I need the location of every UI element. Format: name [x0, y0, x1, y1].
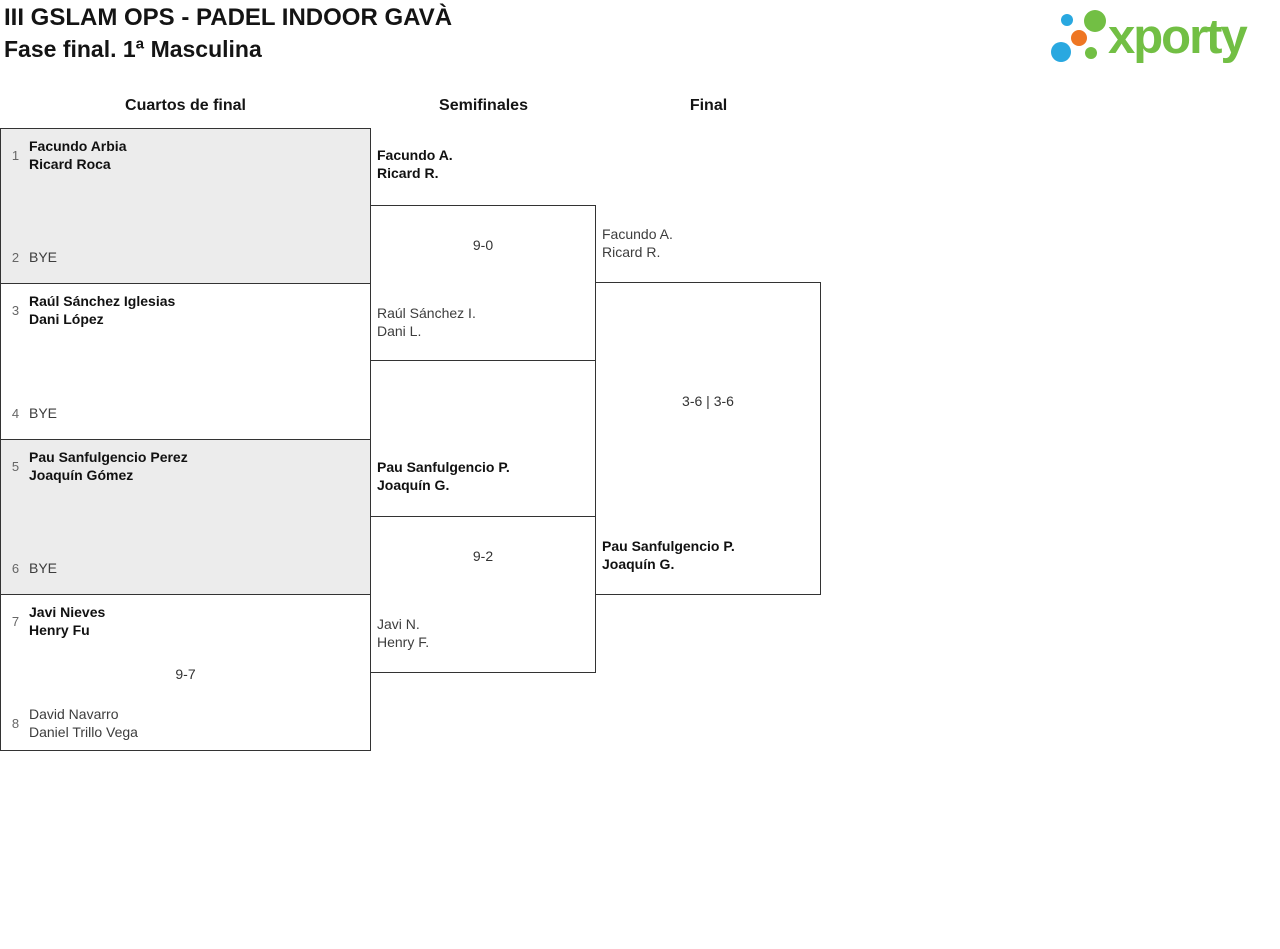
seed-number: 4 — [11, 405, 20, 421]
team-entry: 4 BYE — [9, 404, 57, 422]
logo-dot-icon — [1085, 47, 1097, 59]
team-entry: 1 Facundo Arbia Ricard Roca — [9, 137, 127, 173]
team-entry: 3 Raúl Sánchez Iglesias Dani López — [9, 292, 175, 328]
final-match — [595, 282, 821, 595]
seed-number: 5 — [11, 458, 20, 474]
column-header-final: Final — [689, 97, 728, 114]
player-name: Henry F. — [377, 634, 430, 650]
logo-dot-icon — [1061, 14, 1073, 26]
quarterfinal-3-match: 5 Pau Sanfulgencio Perez Joaquín Gómez 6… — [0, 439, 371, 595]
semifinal-2-match — [370, 516, 596, 673]
final-team-bottom: Pau Sanfulgencio P. Joaquín G. — [602, 537, 735, 573]
team-entry: 2 BYE — [9, 248, 57, 266]
player-name: Facundo Arbia — [29, 138, 127, 154]
player-name: Joaquín G. — [377, 477, 450, 493]
quarterfinal-1-match: 1 Facundo Arbia Ricard Roca 2 BYE — [0, 128, 371, 284]
player-name: Pau Sanfulgencio P. — [602, 538, 735, 554]
player-name: Daniel Trillo Vega — [29, 724, 138, 740]
match-score: 9-7 — [175, 666, 196, 682]
column-header-semifinales: Semifinales — [439, 97, 528, 114]
seed-number: 8 — [11, 715, 20, 731]
player-name: Ricard R. — [377, 165, 439, 181]
logo-dot-icon — [1051, 42, 1071, 62]
team-names: Pau Sanfulgencio Perez Joaquín Gómez — [29, 448, 188, 484]
bye-label: BYE — [29, 405, 58, 421]
player-name: Ricard Roca — [29, 156, 111, 172]
bye-label: BYE — [29, 249, 58, 265]
player-name: Pau Sanfulgencio P. — [377, 459, 510, 475]
team-names: Raúl Sánchez Iglesias Dani López — [29, 292, 175, 328]
sf2-team-top: Pau Sanfulgencio P. Joaquín G. — [377, 458, 510, 494]
column-header-cuartos: Cuartos de final — [125, 97, 246, 114]
page-header: III GSLAM OPS - PADEL INDOOR GAVÀ Fase f… — [4, 2, 452, 64]
team-names: Facundo Arbia Ricard Roca — [29, 137, 127, 173]
player-name: Joaquín Gómez — [29, 467, 134, 483]
quarterfinal-2-match: 3 Raúl Sánchez Iglesias Dani López 4 BYE — [0, 283, 371, 440]
page-subtitle: Fase final. 1ª Masculina — [4, 36, 262, 62]
team-names: David Navarro Daniel Trillo Vega — [29, 705, 138, 741]
player-name: Facundo A. — [377, 147, 453, 163]
player-name: Dani López — [29, 311, 104, 327]
team-names: Javi Nieves Henry Fu — [29, 603, 105, 639]
player-name: Facundo A. — [602, 226, 673, 242]
seed-number: 6 — [11, 560, 20, 576]
semifinal-1-match — [370, 205, 596, 361]
player-name: Javi Nieves — [29, 604, 106, 620]
player-name: Raúl Sánchez I. — [377, 305, 476, 321]
final-score: 3-6 | 3-6 — [682, 393, 734, 409]
logo-dot-icon — [1084, 10, 1106, 32]
team-entry: 5 Pau Sanfulgencio Perez Joaquín Gómez — [9, 448, 188, 484]
team-names: BYE — [29, 248, 57, 266]
sf1-team-bottom: Raúl Sánchez I. Dani L. — [377, 304, 476, 340]
bye-label: BYE — [29, 560, 58, 576]
player-name: Ricard R. — [602, 244, 661, 260]
sf2-team-bottom: Javi N. Henry F. — [377, 615, 429, 651]
team-entry: 6 BYE — [9, 559, 57, 577]
player-name: Pau Sanfulgencio Perez — [29, 449, 188, 465]
team-entry: 7 Javi Nieves Henry Fu — [9, 603, 105, 639]
seed-number: 3 — [11, 302, 20, 318]
seed-number: 2 — [11, 249, 20, 265]
final-team-top: Facundo A. Ricard R. — [602, 225, 673, 261]
sf2-score: 9-2 — [472, 548, 494, 564]
logo-dot-icon — [1071, 30, 1087, 46]
player-name: Javi N. — [377, 616, 420, 632]
page-title: III GSLAM OPS - PADEL INDOOR GAVÀ — [4, 4, 453, 31]
player-name: Joaquín G. — [602, 556, 675, 572]
team-names: BYE — [29, 559, 57, 577]
seed-number: 1 — [11, 147, 20, 163]
sf1-score: 9-0 — [472, 237, 494, 253]
player-name: Henry Fu — [29, 622, 90, 638]
quarterfinal-4-match: 7 Javi Nieves Henry Fu 9-7 8 David Navar… — [0, 594, 371, 751]
player-name: David Navarro — [29, 706, 119, 722]
team-names: BYE — [29, 404, 57, 422]
xporty-wordmark: xporty — [1108, 10, 1248, 64]
team-entry: 8 David Navarro Daniel Trillo Vega — [9, 705, 138, 741]
seed-number: 7 — [11, 613, 20, 629]
player-name: Raúl Sánchez Iglesias — [29, 293, 176, 309]
sf1-team-top: Facundo A. Ricard R. — [377, 146, 453, 182]
player-name: Dani L. — [377, 323, 422, 339]
